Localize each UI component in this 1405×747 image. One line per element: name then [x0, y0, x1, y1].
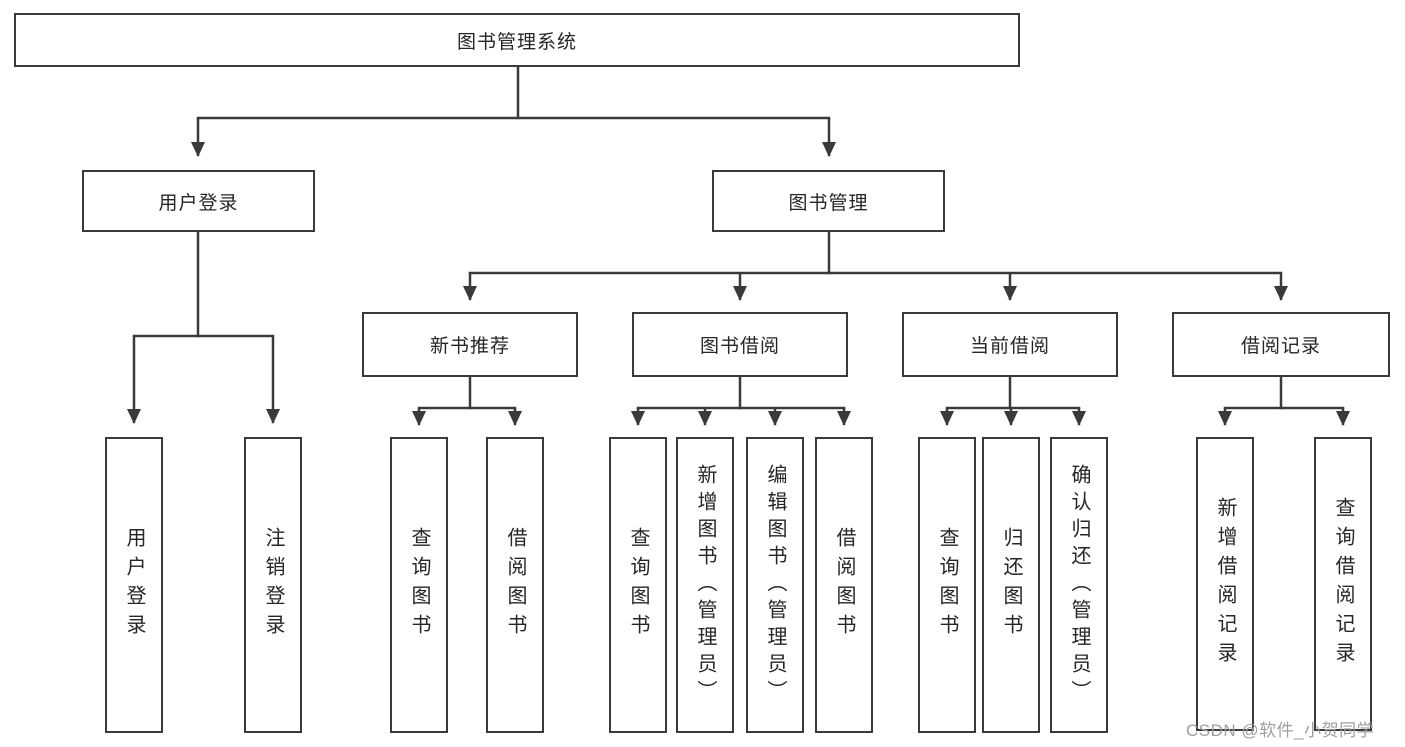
leaf-logout: 注销登录	[244, 437, 302, 733]
node-user-login: 用户登录	[82, 170, 315, 232]
node-label: 注销登录	[262, 527, 284, 643]
node-label: 新书推荐	[429, 336, 510, 357]
leaf-query-borrow-record: 查询借阅记录	[1314, 437, 1372, 731]
node-label: 图书管理系统	[456, 31, 577, 53]
leaf-borrow-books-recommend: 借阅图书	[486, 437, 544, 733]
leaf-edit-books-admin: 编辑图书（管理员）	[746, 437, 804, 733]
node-label: 新增图书（管理员）	[694, 463, 716, 707]
csdn-watermark: CSDN @软件_小贺同学	[1186, 721, 1375, 740]
node-label: 用户登录	[158, 192, 239, 214]
node-label: 查询图书	[936, 527, 958, 643]
node-label: 用户登录	[123, 527, 145, 643]
node-label: 新增借阅记录	[1214, 497, 1236, 671]
leaf-return-books: 归还图书	[982, 437, 1040, 733]
node-label: 查询图书	[408, 527, 430, 643]
node-label: 编辑图书（管理员）	[764, 463, 786, 707]
leaf-add-books-admin: 新增图书（管理员）	[676, 437, 734, 733]
node-label: 图书借阅	[699, 336, 780, 357]
leaf-borrow-books: 借阅图书	[815, 437, 873, 733]
node-label: 借阅记录	[1240, 336, 1321, 357]
node-book-management: 图书管理	[712, 170, 945, 232]
node-new-book-recommendation: 新书推荐	[362, 312, 578, 377]
leaf-query-books-borrow: 查询图书	[609, 437, 667, 733]
node-label: 借阅图书	[833, 527, 855, 643]
node-label: 确认归还（管理员）	[1068, 463, 1090, 707]
node-label: 查询图书	[627, 527, 649, 643]
node-label: 查询借阅记录	[1332, 497, 1354, 671]
node-borrowing-records: 借阅记录	[1172, 312, 1390, 377]
node-label: 图书管理	[788, 192, 869, 214]
node-library-management-system: 图书管理系统	[14, 13, 1020, 67]
node-label: 借阅图书	[504, 527, 526, 643]
leaf-query-books-recommend: 查询图书	[390, 437, 448, 733]
leaf-query-books-current: 查询图书	[918, 437, 976, 733]
node-label: 归还图书	[1000, 527, 1022, 643]
node-label: 当前借阅	[969, 336, 1050, 357]
leaf-confirm-return-admin: 确认归还（管理员）	[1050, 437, 1108, 733]
leaf-add-borrow-record: 新增借阅记录	[1196, 437, 1254, 731]
node-current-borrowing: 当前借阅	[902, 312, 1118, 377]
leaf-user-login: 用户登录	[105, 437, 163, 733]
node-book-borrowing: 图书借阅	[632, 312, 848, 377]
